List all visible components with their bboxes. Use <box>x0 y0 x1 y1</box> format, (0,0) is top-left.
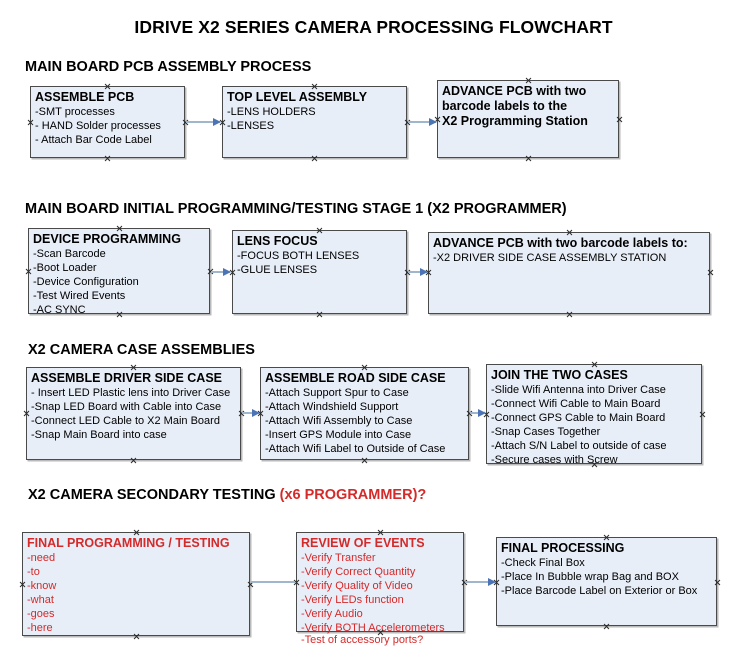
connector-review-to-final-processing <box>465 577 496 586</box>
node-line: -Snap Cases Together <box>491 426 601 438</box>
section-heading-text: MAIN BOARD PCB ASSEMBLY PROCESS <box>25 59 312 75</box>
node-line: - HAND Solder processes <box>35 120 161 132</box>
node-line: -Verify Correct Quantity <box>301 566 416 578</box>
arrowhead-icon <box>213 117 221 126</box>
node-final-programming-testing[interactable]: FINAL PROGRAMMING / TESTING -need -to -k… <box>22 532 250 636</box>
node-line: -X2 DRIVER SIDE CASE ASSEMBLY STATION <box>433 252 667 264</box>
node-line: -Attach Wifi Label to Outside of Case <box>265 443 446 455</box>
node-line: -need <box>27 552 56 564</box>
node-title: ADVANCE PCB with two <box>442 84 587 98</box>
node-line: -know <box>27 580 57 592</box>
node-line: -Check Final Box <box>501 557 585 569</box>
node-line: -to <box>27 566 40 578</box>
arrowhead-icon <box>252 408 260 417</box>
arrowhead-icon <box>223 267 231 276</box>
page-title: IDRIVE X2 SERIES CAMERA PROCESSING FLOWC… <box>134 17 613 37</box>
node-line: -Insert GPS Module into Case <box>265 429 412 441</box>
connector-assemble-pcb-to-top-level <box>186 117 221 126</box>
node-overflow-line: -Test of accessory ports? <box>301 634 424 646</box>
section-heading-text: X2 CAMERA CASE ASSEMBLIES <box>28 342 255 358</box>
node-title: ASSEMBLE DRIVER SIDE CASE <box>31 371 223 385</box>
arrowhead-icon <box>478 408 486 417</box>
node-advance-pcb-driver-side-case[interactable]: ADVANCE PCB with two barcode labels to: … <box>428 232 710 314</box>
node-line: -Connect GPS Cable to Main Board <box>491 412 666 424</box>
section-heading-text: X2 CAMERA SECONDARY TESTING <box>28 487 280 503</box>
node-line: -Verify Audio <box>301 608 363 620</box>
connector-final-programming-to-review <box>251 581 295 583</box>
node-title: JOIN THE TWO CASES <box>491 368 628 382</box>
node-line: -Verify Transfer <box>301 552 376 564</box>
node-line: -what <box>27 594 54 606</box>
node-line: -Attach Wifi Assembly to Case <box>265 415 413 427</box>
node-line: - Attach Bar Code Label <box>35 134 152 146</box>
node-title-line: barcode labels to the <box>442 99 568 113</box>
node-title: FINAL PROCESSING <box>501 541 625 555</box>
node-title: LENS FOCUS <box>237 234 318 248</box>
section-heading-text: MAIN BOARD INITIAL PROGRAMMING/TESTING S… <box>25 201 567 217</box>
node-line: -Verify Quality of Video <box>301 580 413 592</box>
node-line: -goes <box>27 608 55 620</box>
node-line: -Test Wired Events <box>33 290 126 302</box>
node-title: TOP LEVEL ASSEMBLY <box>227 90 368 104</box>
arrowhead-icon <box>429 117 437 126</box>
node-join-the-two-cases[interactable]: JOIN THE TWO CASES -Slide Wifi Antenna i… <box>486 364 702 466</box>
node-line: -Place Barcode Label on Exterior or Box <box>501 585 698 597</box>
node-line: -Snap LED Board with Cable into Case <box>31 401 222 413</box>
section-heading-main-board-pcb-assembly: MAIN BOARD PCB ASSEMBLY PROCESS <box>25 59 311 75</box>
node-line: -LENS HOLDERS <box>227 106 316 118</box>
node-line: -LENSES <box>227 120 275 132</box>
connector-device-programming-to-lens-focus <box>211 267 231 276</box>
section-heading-x2-camera-case-assemblies: X2 CAMERA CASE ASSEMBLIES <box>28 342 255 358</box>
node-lens-focus[interactable]: LENS FOCUS -FOCUS BOTH LENSES -GLUE LENS… <box>232 230 407 314</box>
node-review-of-events[interactable]: REVIEW OF EVENTS -Verify Transfer -Verif… <box>296 532 464 646</box>
connector-road-case-to-join-cases <box>470 408 486 417</box>
node-title: REVIEW OF EVENTS <box>301 536 425 550</box>
node-title: DEVICE PROGRAMMING <box>33 232 181 246</box>
node-line: -GLUE LENSES <box>237 264 318 276</box>
connector-lens-focus-to-advance-pcb-driver <box>408 267 428 276</box>
node-title: FINAL PROGRAMMING / TESTING <box>27 536 230 550</box>
node-line: -Attach S/N Label to outside of case <box>491 440 667 452</box>
node-title: ASSEMBLE ROAD SIDE CASE <box>265 371 446 385</box>
node-line: -Device Configuration <box>33 276 139 288</box>
node-line: -AC SYNC <box>33 304 86 316</box>
node-line: -here <box>27 622 53 634</box>
connector-driver-case-to-road-case <box>242 408 260 417</box>
node-top-level-assembly[interactable]: TOP LEVEL ASSEMBLY -LENS HOLDERS -LENSES <box>222 86 407 158</box>
section-heading-accent: (x6 PROGRAMMER)? <box>279 487 427 503</box>
node-line: -Verify LEDs function <box>301 594 404 606</box>
node-line: -Verify BOTH Accelerometers <box>301 622 445 634</box>
node-assemble-driver-side-case[interactable]: ASSEMBLE DRIVER SIDE CASE - Insert LED P… <box>26 367 241 460</box>
arrowhead-icon <box>420 267 428 276</box>
node-line: -Place In Bubble wrap Bag and BOX <box>501 571 679 583</box>
node-line: -FOCUS BOTH LENSES <box>237 250 360 262</box>
section-heading-main-board-initial-programming: MAIN BOARD INITIAL PROGRAMMING/TESTING S… <box>25 201 567 217</box>
node-assemble-pcb[interactable]: ASSEMBLE PCB -SMT processes - HAND Solde… <box>30 86 185 158</box>
node-title-line: X2 Programming Station <box>442 114 588 128</box>
node-assemble-road-side-case[interactable]: ASSEMBLE ROAD SIDE CASE -Attach Support … <box>260 367 469 460</box>
node-line: -Attach Windshield Support <box>265 401 399 413</box>
node-advance-pcb-x2-programming-station[interactable]: ADVANCE PCB with two barcode labels to t… <box>437 80 619 158</box>
node-line: -Boot Loader <box>33 262 97 274</box>
section-heading-x2-camera-secondary-testing: X2 CAMERA SECONDARY TESTING (x6 PROGRAMM… <box>28 487 426 503</box>
arrowhead-icon <box>488 577 496 586</box>
node-line: -Snap Main Board into case <box>31 429 167 441</box>
connector-top-level-to-advance-pcb <box>408 117 437 126</box>
node-line: -Secure cases with Screw <box>491 454 618 466</box>
node-line: -Attach Support Spur to Case <box>265 387 409 399</box>
node-line: -Slide Wifi Antenna into Driver Case <box>491 384 666 396</box>
node-line: -Scan Barcode <box>33 248 106 260</box>
node-final-processing[interactable]: FINAL PROCESSING -Check Final Box -Place… <box>496 537 717 626</box>
node-title: ASSEMBLE PCB <box>35 90 135 104</box>
node-line: -Connect LED Cable to X2 Main Board <box>31 415 220 427</box>
node-device-programming[interactable]: DEVICE PROGRAMMING -Scan Barcode -Boot L… <box>28 228 210 316</box>
node-line: - Insert LED Plastic lens into Driver Ca… <box>31 387 231 399</box>
node-line: -SMT processes <box>35 106 115 118</box>
node-title: ADVANCE PCB with two barcode labels to: <box>433 236 688 250</box>
node-line: -Connect Wifi Cable to Main Board <box>491 398 661 410</box>
